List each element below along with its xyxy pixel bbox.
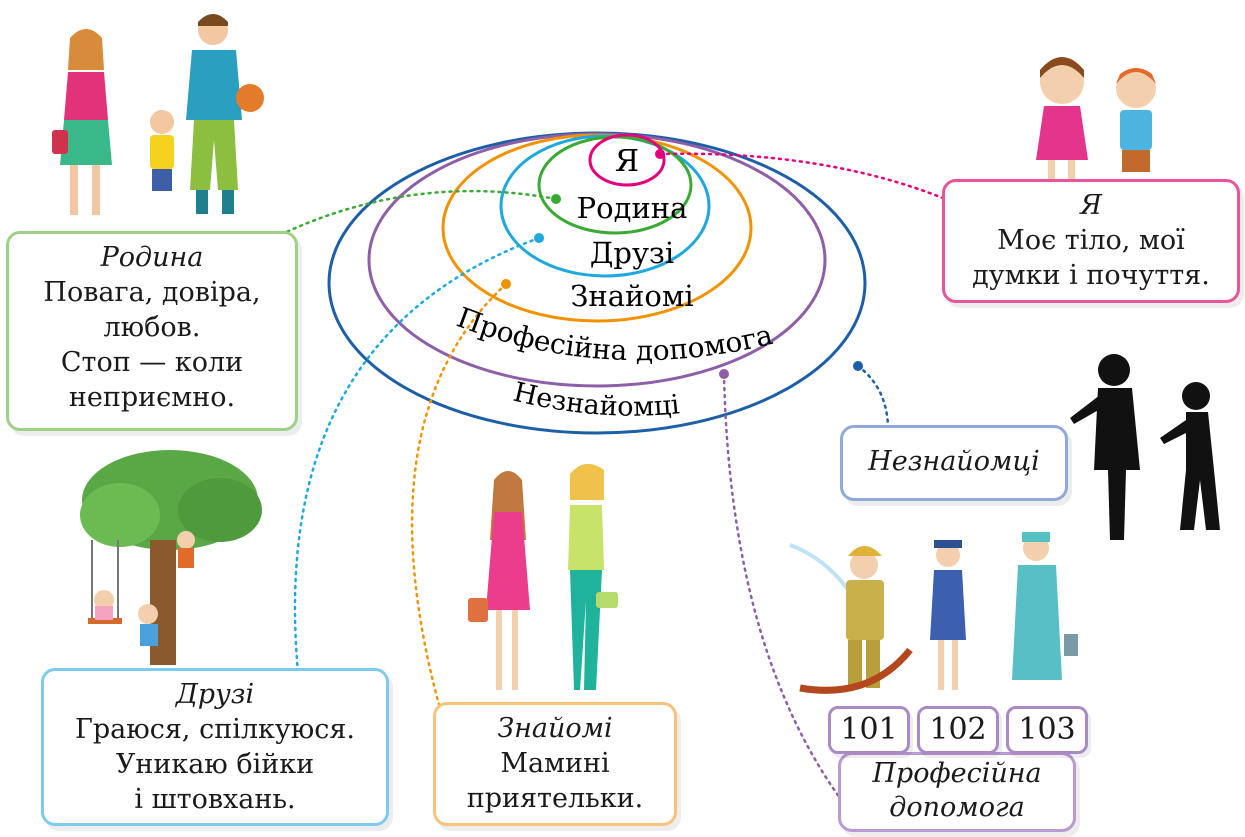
family-illustration: [52, 14, 264, 215]
connector-druzi: [293, 236, 541, 694]
emergency-number-police: 102: [917, 706, 999, 754]
connector-profesiina: [722, 372, 847, 807]
ring-label-ya: Я: [615, 144, 639, 179]
box-druzi-line: Уникаю бійки: [115, 749, 315, 780]
ring-ya: [588, 133, 666, 187]
emergency-number-ambulance: 103: [1006, 706, 1088, 754]
box-druzi-line: Граюся, спілкуюся.: [75, 714, 355, 745]
acquaintances-illustration: [468, 463, 618, 690]
box-neznaiomtsi-title: Незнайомці: [868, 446, 1040, 477]
box-profesiina-title: Професійна: [872, 758, 1042, 789]
tree-illustration: [80, 450, 262, 665]
box-ya-line: Моє тіло, мої: [997, 225, 1185, 256]
connector-rodyna: [254, 189, 558, 249]
emergency-number-fire: 101: [828, 706, 910, 754]
box-profesiina-title: допомога: [889, 792, 1025, 823]
connector-znaiomi: [410, 282, 508, 714]
professionals-illustration: [789, 532, 1078, 694]
ring-label-rodyna: Родина: [577, 191, 688, 225]
children-illustration: [1036, 57, 1156, 182]
box-druzi: Друзі Граюся, спілкуюся. Уникаю бійки і …: [41, 668, 389, 826]
box-ya: Я Моє тіло, мої думки і почуття.: [942, 179, 1240, 303]
box-neznaiomtsi: Незнайомці: [840, 425, 1068, 501]
ring-label-druzi: Друзі: [590, 236, 674, 270]
box-znaiomi-line: приятельки.: [466, 783, 644, 814]
box-rodyna-line: любов.: [103, 312, 201, 343]
box-profesiina: Професійна допомога: [838, 752, 1076, 832]
box-ya-line: думки і почуття.: [972, 260, 1210, 291]
box-rodyna-line: неприємно.: [68, 382, 236, 413]
box-rodyna-line: Повага, довіра,: [43, 277, 261, 308]
box-druzi-line: і штовхань.: [134, 784, 296, 815]
box-znaiomi: Знайомі Мамині приятельки.: [433, 702, 677, 826]
box-ya-title: Я: [1080, 190, 1102, 221]
ring-label-neznaiomtsi: Незнайомці: [510, 377, 681, 423]
boundary-rings: [327, 131, 867, 435]
box-rodyna: Родина Повага, довіра, любов. Стоп — кол…: [6, 231, 298, 431]
box-druzi-title: Друзі: [175, 679, 255, 710]
connector-ya: [658, 152, 957, 205]
box-znaiomi-line: Мамині: [500, 748, 610, 779]
box-rodyna-line: Стоп — коли: [60, 347, 244, 378]
box-rodyna-title: Родина: [100, 242, 204, 273]
strangers-silhouette: [1070, 354, 1220, 540]
ring-label-znaiomi: Знайомі: [570, 279, 693, 313]
box-znaiomi-title: Знайомі: [497, 713, 613, 744]
